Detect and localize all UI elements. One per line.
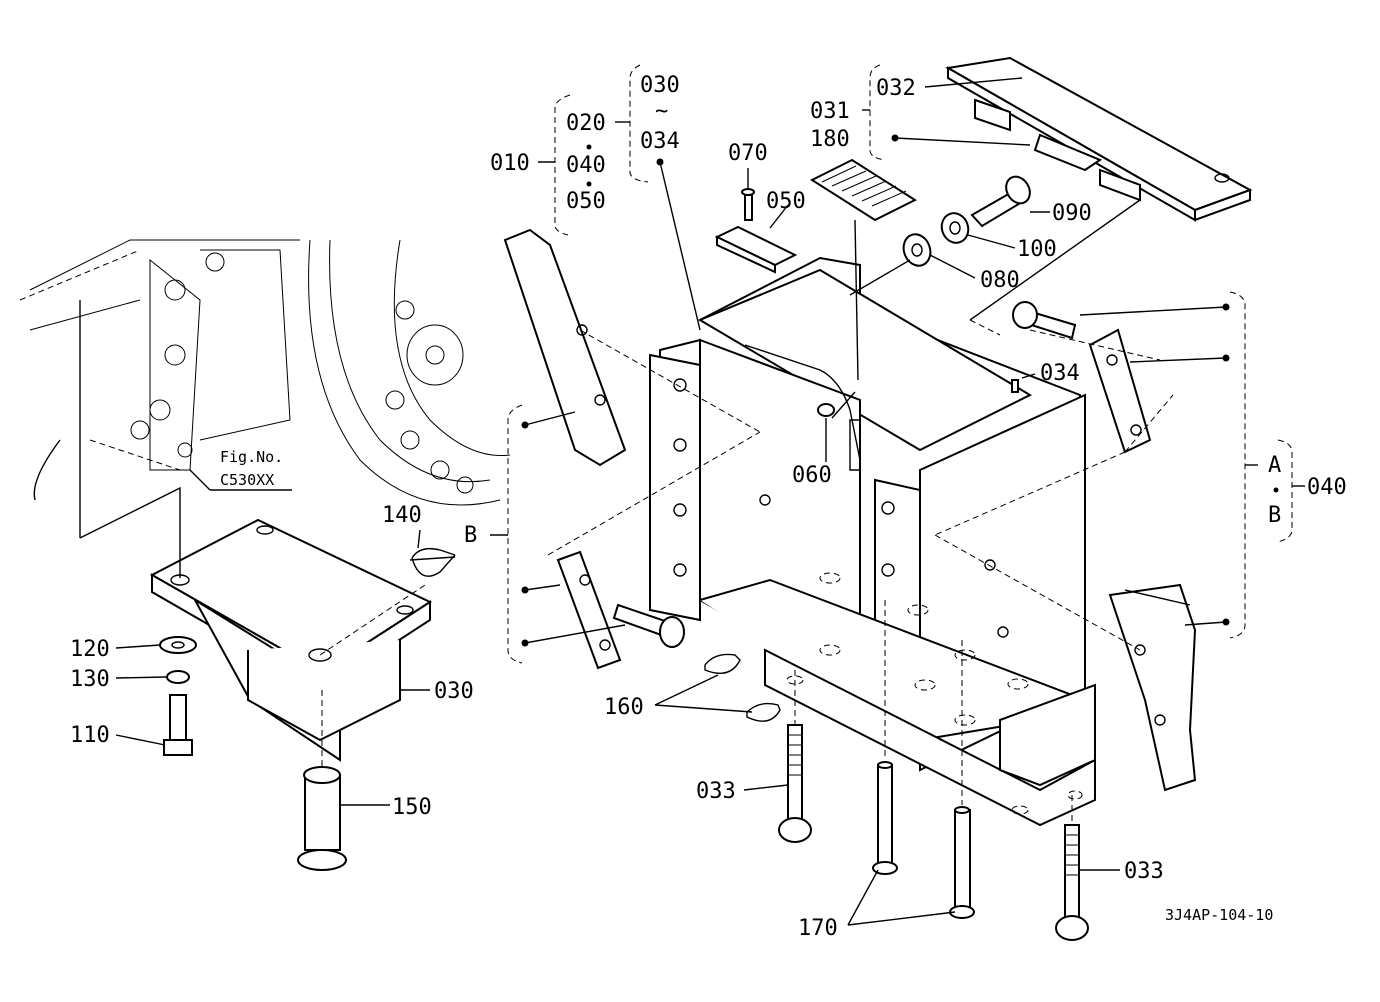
pin-170-b [949,640,975,919]
label-150: 150 [392,795,432,820]
figure-reference: Fig.No. C530XX [189,448,292,491]
weight-bar-right-upper [1088,328,1152,454]
label-020: 020 [566,111,606,136]
tractor-frame-reference [19,239,511,506]
label-034: 034 [1040,361,1080,386]
label-120: 120 [70,637,110,662]
label-A: A [1268,453,1281,478]
weight-bar-right-lower [1108,583,1197,792]
label-050: 050 [766,189,806,214]
label-030-range-start: 030 [640,73,680,98]
fig-no-value: C530XX [220,471,274,489]
label-170: 170 [798,916,838,941]
label-range-tilde: ~ [655,99,668,124]
clip-pin-140 [409,529,456,577]
label-033-right: 033 [1124,859,1164,884]
label-040: 040 [1307,475,1347,500]
label-180: 180 [810,127,850,152]
label-110: 110 [70,723,110,748]
bolt-090-washers [849,175,1050,296]
bolt-033-left [778,670,812,843]
fasteners-left [115,636,197,756]
label-100: 100 [1017,237,1057,262]
leader-lines [400,64,1305,926]
bracket-050-screw-070 [714,168,798,274]
label-070: 070 [728,141,768,166]
weight-bar-left-lower [556,550,622,670]
label-plate-180 [809,158,918,381]
label-032: 032 [876,76,916,101]
drawing-code: 3J4AP-104-10 [1165,906,1273,924]
label-090: 090 [1052,201,1092,226]
clip-pins-160 [704,653,781,722]
weight-plate-032 [945,56,1253,321]
label-060: 060 [792,463,832,488]
bolt-front-left [612,603,685,648]
fig-no-label: Fig.No. [220,448,283,466]
label-033-left: 033 [696,779,736,804]
weight-bar-left-upper [503,228,627,467]
label-030: 030 [434,679,474,704]
label-034-range-end: 034 [640,129,680,154]
label-B-left: B [464,523,477,548]
label-160: 160 [604,695,644,720]
label-B-right: B [1268,503,1281,528]
weight-bracket-main [649,256,1151,827]
bolt-right-upper [1012,301,1077,340]
bolt-033-right [1055,795,1089,941]
label-031: 031 [810,99,850,124]
label-050-group: 050 [566,189,606,214]
pin-150 [297,690,390,871]
nut-060-screw-034 [817,373,1036,455]
label-130: 130 [70,667,110,692]
label-010: 010 [490,151,530,176]
front-bracket-030 [79,300,433,762]
pin-170-a [872,600,898,875]
label-040-group: 040 [566,153,606,178]
label-080: 080 [980,268,1020,293]
label-140: 140 [382,503,422,528]
callout-labels: 010 020 040 050 030 ~ 034 070 050 180 03… [70,73,1347,941]
